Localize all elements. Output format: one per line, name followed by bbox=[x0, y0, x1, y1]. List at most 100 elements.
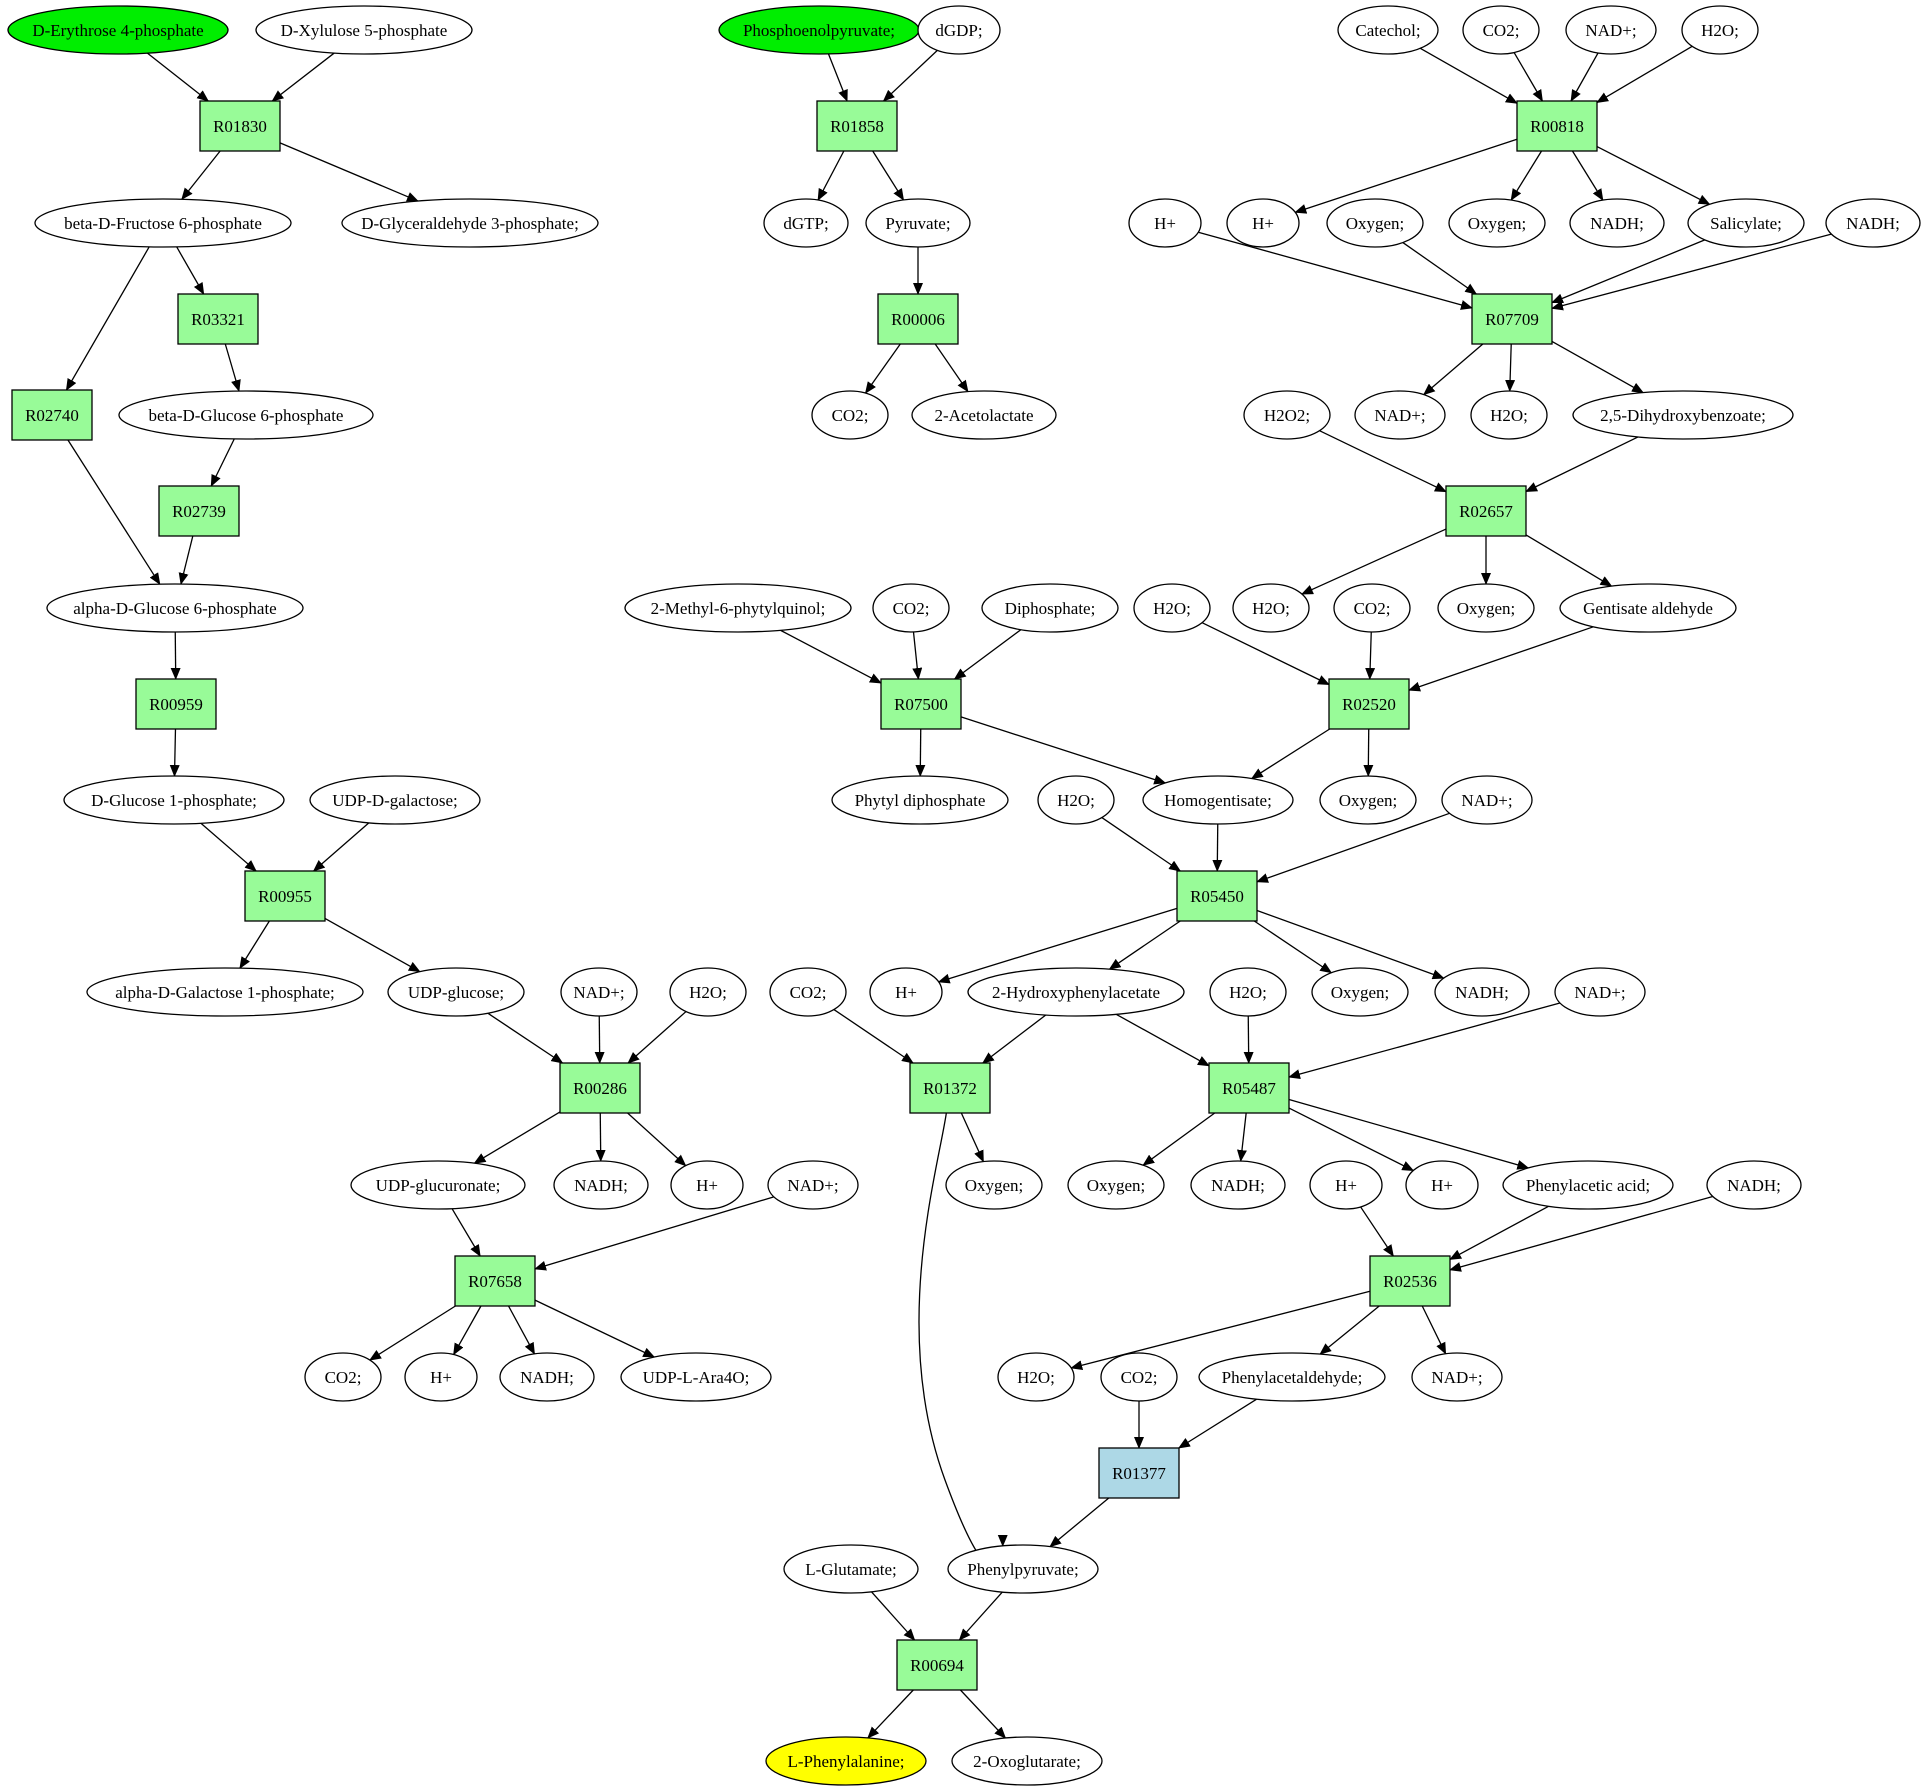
edge-c_co2_c-to-r_R00818 bbox=[1513, 52, 1543, 102]
edge-c_salicylate-to-r_R07709 bbox=[1551, 239, 1706, 304]
reaction-box bbox=[880, 678, 962, 730]
node-label: Gentisate aldehyde bbox=[1583, 599, 1713, 618]
compound-ellipse bbox=[7, 5, 229, 55]
compound-ellipse bbox=[951, 1736, 1103, 1786]
compound-node-c_oxygen_g: Oxygen; bbox=[1067, 1160, 1165, 1210]
compound-node-c_phenylacetic: Phenylacetic acid; bbox=[1502, 1160, 1674, 1210]
edge-r_R00286-to-c_hp_a bbox=[627, 1112, 687, 1167]
node-label: R01858 bbox=[830, 117, 884, 136]
node-label: H2O; bbox=[1701, 21, 1739, 40]
node-label: H2O; bbox=[1490, 406, 1528, 425]
reaction-box bbox=[1516, 100, 1598, 152]
compound-node-c_phytyldiphosphate: Phytyl diphosphate bbox=[831, 775, 1009, 825]
compound-node-c_nadp_c: NAD+; bbox=[1565, 5, 1657, 55]
compound-node-c_h2o_g: H2O; bbox=[1209, 967, 1287, 1017]
node-label: CO2; bbox=[893, 599, 930, 618]
compound-node-c_homogentisate: Homogentisate; bbox=[1142, 775, 1294, 825]
edge-r_R00818-to-c_nadh_c bbox=[1571, 150, 1604, 201]
reaction-node-r_R00955: R00955 bbox=[244, 870, 326, 922]
edge-r_R00694-to-c_phenylalanine bbox=[867, 1689, 914, 1739]
compound-ellipse bbox=[1572, 390, 1794, 440]
node-label: R00955 bbox=[258, 887, 312, 906]
edge-c_catechol-to-r_R00818 bbox=[1419, 47, 1518, 104]
node-label: alpha-D-Galactose 1-phosphate; bbox=[115, 983, 335, 1002]
edge-c_h2o_d-to-r_R02520 bbox=[1201, 622, 1330, 686]
compound-ellipse bbox=[769, 967, 847, 1017]
edge-r_R07658-to-c_nadh_b bbox=[507, 1305, 536, 1355]
reaction-box bbox=[1471, 293, 1553, 345]
node-label: R00694 bbox=[910, 1656, 964, 1675]
reaction-node-r_R07658: R07658 bbox=[454, 1255, 536, 1307]
node-label: H+ bbox=[430, 1368, 452, 1387]
node-label: H2O; bbox=[689, 983, 727, 1002]
compound-ellipse bbox=[947, 1544, 1099, 1594]
compound-ellipse bbox=[1198, 1352, 1386, 1402]
compound-node-c_oxygen_d: Oxygen; bbox=[1319, 775, 1417, 825]
edge-r_R07709-to-c_dhb bbox=[1551, 340, 1645, 394]
compound-node-c_nadp_f: NAD+; bbox=[1554, 967, 1646, 1017]
edge-c_dgdp-to-r_R01858 bbox=[882, 49, 938, 102]
node-label: Catechol; bbox=[1355, 21, 1420, 40]
compound-node-c_oxygen_a: Oxygen; bbox=[1326, 198, 1424, 248]
node-label: dGDP; bbox=[935, 21, 982, 40]
compound-ellipse bbox=[1825, 198, 1921, 248]
compound-ellipse bbox=[1411, 1352, 1503, 1402]
reaction-node-r_R00006: R00006 bbox=[877, 293, 959, 345]
node-label: NAD+; bbox=[787, 1176, 838, 1195]
edge-r_R01830-to-c_bfructose6p bbox=[181, 150, 221, 201]
edge-c_h2o_f-to-r_R05450 bbox=[1101, 817, 1182, 872]
reaction-box bbox=[1176, 870, 1258, 922]
node-label: NADH; bbox=[1211, 1176, 1265, 1195]
reaction-node-r_R02657: R02657 bbox=[1445, 485, 1527, 537]
compound-node-c_oxygen_c: Oxygen; bbox=[1437, 583, 1535, 633]
compound-node-c_hp_e: H+ bbox=[869, 967, 943, 1017]
compound-ellipse bbox=[669, 967, 747, 1017]
node-label: R01830 bbox=[213, 117, 267, 136]
compound-node-c_bfructose6p: beta-D-Fructose 6-phosphate bbox=[34, 198, 292, 248]
compound-node-c_nadh_f: NADH; bbox=[1190, 1160, 1286, 1210]
edge-c_glutamate-to-r_R00694 bbox=[870, 1591, 916, 1641]
edge-r_R01377-to-c_phenylpyruvate bbox=[1049, 1497, 1110, 1548]
compound-ellipse bbox=[1706, 1160, 1802, 1210]
reaction-node-r_R02536: R02536 bbox=[1369, 1255, 1451, 1307]
node-label: Phenylacetic acid; bbox=[1526, 1176, 1650, 1195]
node-label: UDP-D-galactose; bbox=[332, 791, 458, 810]
node-label: NAD+; bbox=[1461, 791, 1512, 810]
compound-ellipse bbox=[1232, 583, 1310, 633]
edge-r_R07709-to-c_nadp_d bbox=[1423, 343, 1484, 396]
compound-node-c_pyruvate: Pyruvate; bbox=[865, 198, 971, 248]
edge-c_udpglucuronate-to-r_R07658 bbox=[451, 1208, 481, 1257]
node-label: H2O; bbox=[1057, 791, 1095, 810]
compound-ellipse bbox=[1441, 775, 1533, 825]
edge-c_nadp_c-to-r_R00818 bbox=[1570, 52, 1599, 102]
compound-node-c_h2o_f: H2O; bbox=[1037, 775, 1115, 825]
compound-ellipse bbox=[86, 967, 364, 1017]
compound-ellipse bbox=[1502, 1160, 1674, 1210]
compound-ellipse bbox=[981, 583, 1119, 633]
node-label: NAD+; bbox=[1574, 983, 1625, 1002]
reaction-box bbox=[177, 293, 259, 345]
compound-ellipse bbox=[1681, 5, 1759, 55]
edge-c_udpgalactose-to-r_R00955 bbox=[312, 822, 370, 872]
compound-ellipse bbox=[1311, 967, 1409, 1017]
compound-node-c_h2o_d: H2O; bbox=[1133, 583, 1211, 633]
edge-c_pep-to-r_R01858 bbox=[827, 53, 848, 102]
compound-node-c_co2_a: CO2; bbox=[304, 1352, 382, 1402]
edge-r_R05450-to-c_oxygen_e bbox=[1253, 920, 1333, 974]
node-label: R05487 bbox=[1222, 1079, 1276, 1098]
node-label: H2O2; bbox=[1264, 406, 1310, 425]
node-label: H+ bbox=[1154, 214, 1176, 233]
node-label: R02657 bbox=[1459, 502, 1513, 521]
compound-ellipse bbox=[1434, 967, 1530, 1017]
edge-c_diphosphate-to-r_R07500 bbox=[953, 629, 1022, 680]
edge-r_R02657-to-c_gentisatealdehyde bbox=[1525, 534, 1613, 587]
reaction-node-r_R02520: R02520 bbox=[1328, 678, 1410, 730]
node-label: Phosphoenolpyruvate; bbox=[743, 21, 895, 40]
reaction-node-r_R01830: R01830 bbox=[199, 100, 281, 152]
node-label: D-Erythrose 4-phosphate bbox=[32, 21, 203, 40]
compound-ellipse bbox=[63, 775, 285, 825]
compound-node-c_h2o_h: H2O; bbox=[997, 1352, 1075, 1402]
compound-node-c_methylphytylquinol: 2-Methyl-6-phytylquinol; bbox=[624, 583, 852, 633]
node-label: CO2; bbox=[832, 406, 869, 425]
node-label: R01372 bbox=[923, 1079, 977, 1098]
